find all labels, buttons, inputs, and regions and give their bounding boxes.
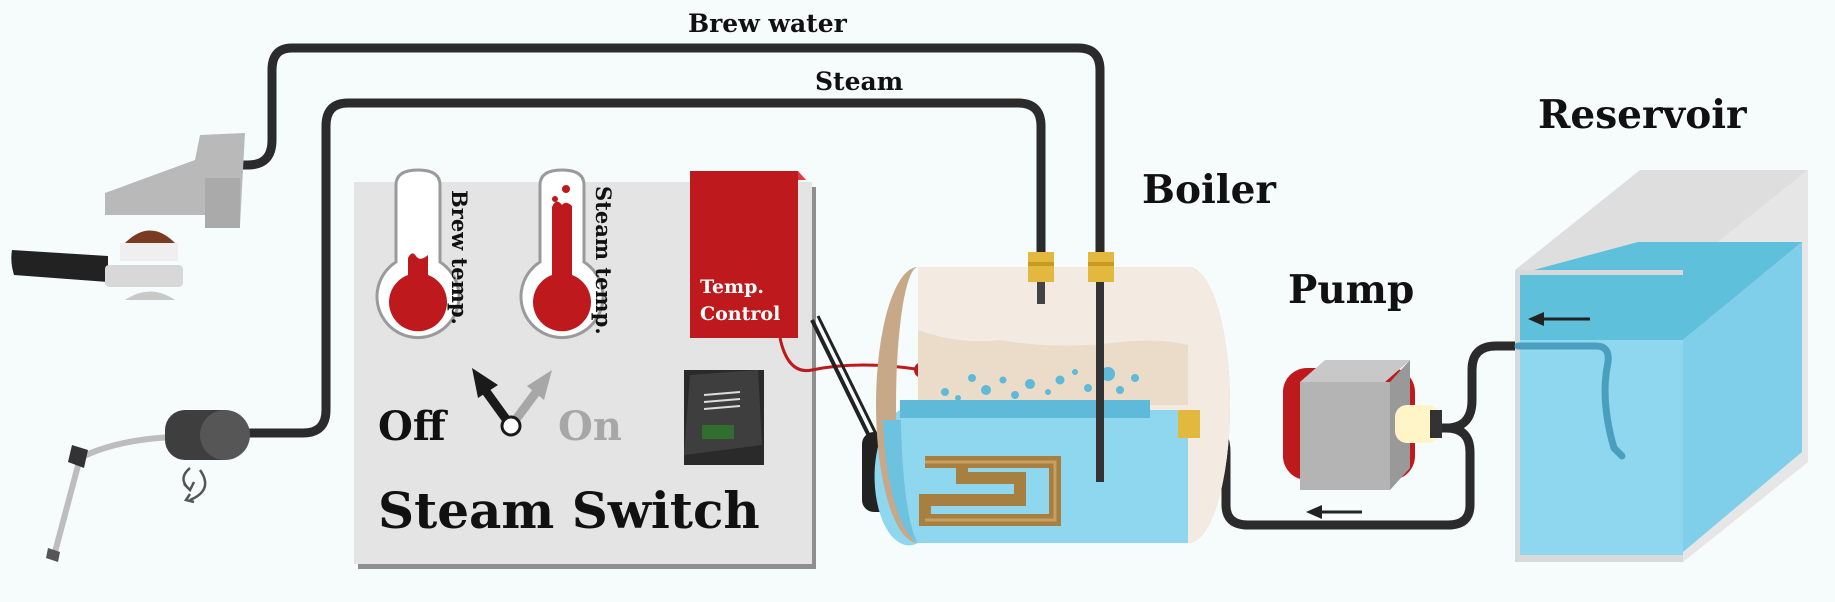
reservoir-intake-tube [1514, 342, 1626, 460]
steam-bubble [552, 196, 558, 202]
rocker-switch-face [684, 370, 762, 455]
boiler-end-cap-left-water [883, 420, 918, 543]
steam-temp-label: Steam temp. [591, 186, 616, 335]
boiler-water [874, 410, 1188, 546]
temp-control-label-line2: Control [700, 303, 780, 325]
group-head [105, 133, 245, 228]
steam-bubbles [915, 367, 1139, 414]
pump-label: Pump [1288, 267, 1414, 313]
portafilter-spout [125, 291, 175, 300]
boiler [778, 252, 1230, 546]
steam-label: Steam [815, 67, 903, 96]
portafilter [11, 230, 183, 300]
steam-wand-tip [46, 548, 60, 562]
brew-pickup-fitting [1088, 252, 1114, 282]
reservoir-top-rim [1515, 170, 1808, 270]
reservoir [1514, 170, 1808, 562]
steam-knob[interactable] [165, 410, 250, 460]
rocker-switch-icon[interactable] [684, 370, 764, 465]
pump [1283, 360, 1442, 490]
off-on-selector[interactable]: Off On [378, 368, 622, 450]
temp-control-label-line1: Temp. [700, 276, 764, 298]
boiler-label: Boiler [1142, 167, 1276, 213]
flow-arrow-icon [1528, 312, 1590, 326]
temp-control-box [690, 171, 798, 338]
steam-knob-face [200, 410, 250, 460]
rocker-switch-light [702, 425, 734, 439]
brew-water-pipe [233, 43, 1105, 485]
element-wire [810, 319, 872, 439]
boiler-end-cap-left [876, 267, 918, 543]
steam-thermometer: Steam temp. [519, 168, 616, 340]
brew-temp-label: Brew temp. [447, 190, 472, 325]
reservoir-water-front [1520, 340, 1683, 555]
steam-pipe [245, 98, 1046, 438]
portafilter-basket [120, 243, 178, 261]
reservoir-to-pump-pipe [1441, 341, 1525, 433]
steam-pickup-fitting [1028, 252, 1054, 282]
switch-on-label: On [558, 403, 622, 450]
rotate-arrows-icon [182, 467, 207, 504]
pump-housing [1300, 382, 1390, 490]
brew-mercury [389, 253, 448, 332]
portafilter-handle [11, 250, 108, 282]
pump-housing-top [1300, 360, 1410, 382]
boiler-inlet-fitting [1178, 410, 1200, 438]
temp-control-corner [798, 171, 806, 180]
brew-water-label: Brew water [688, 9, 848, 38]
reservoir-label: Reservoir [1538, 92, 1747, 138]
reservoir-water-side [1683, 242, 1802, 552]
selector-pivot [500, 415, 522, 437]
pump-inlet [1395, 405, 1440, 443]
boiler-water-surface [900, 400, 1150, 418]
selector-off-arrow-head [472, 368, 498, 398]
brew-pickup-tube [1096, 282, 1104, 482]
reservoir-water-surface-band [1520, 275, 1683, 340]
switch-off-label: Off [378, 403, 448, 450]
steam-switch-title: Steam Switch [378, 481, 760, 540]
steam-switch-panel: Brew temp. Steam temp. Temp. Control Off… [354, 168, 816, 569]
steam-mercury [533, 201, 591, 332]
steam-pickup-tube [1037, 282, 1045, 304]
steam-wand-joint [68, 445, 88, 468]
selector-on-arrow-head [527, 370, 552, 400]
brew-thermometer: Brew temp. [375, 168, 472, 340]
group-head-plate [205, 178, 240, 228]
steam-bubble [562, 185, 570, 193]
steam-wand [46, 434, 175, 562]
portafilter-body [105, 265, 183, 287]
temp-control: Temp. Control [690, 171, 806, 338]
coffee-grounds [125, 230, 175, 243]
flow-arrow-icon [1306, 505, 1362, 519]
